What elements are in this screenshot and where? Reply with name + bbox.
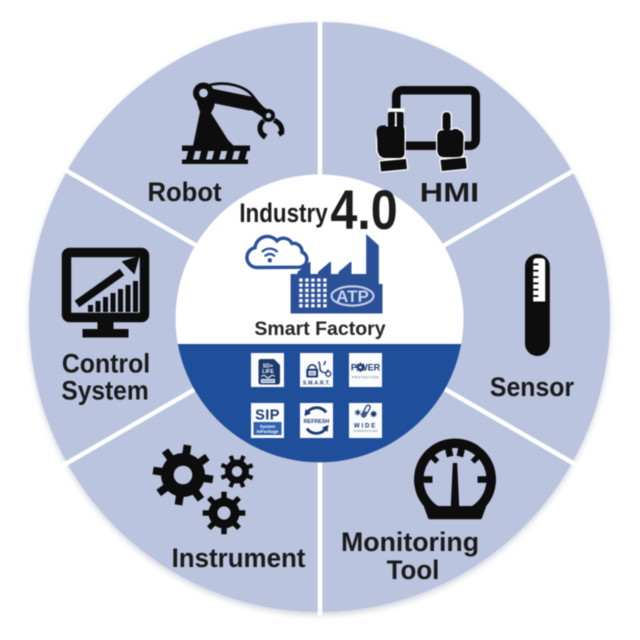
svg-text:SD: SD [310,372,316,376]
svg-text:Industry: Industry [239,199,328,228]
svg-text:Tool: Tool [387,555,440,586]
svg-text:4.0: 4.0 [330,180,397,242]
svg-text:TEMPERATURE: TEMPERATURE [353,429,378,433]
svg-text:Smart Factory: Smart Factory [254,318,385,340]
svg-text:Instrument: Instrument [172,543,306,574]
svg-text:System: System [260,424,276,429]
svg-text:Control: Control [62,350,150,379]
svg-text:HMI: HMI [420,178,479,208]
svg-text:LIFE: LIFE [262,369,274,375]
svg-text:P WER: P WER [351,363,381,373]
svg-text:Sensor: Sensor [490,373,574,402]
svg-text:Robot: Robot [147,176,221,207]
svg-text:SIP: SIP [255,408,280,424]
svg-text:SENSOR: SENSOR [262,379,275,383]
svg-text:PROTECTION: PROTECTION [352,376,379,380]
svg-text:Monitoring: Monitoring [341,527,479,557]
svg-text:REFRESH: REFRESH [304,419,330,425]
svg-text:S.M.A.R.T.: S.M.A.R.T. [303,380,330,386]
svg-text:SD+: SD+ [263,364,274,370]
svg-text:System: System [61,376,148,405]
svg-text:WIDE: WIDE [354,423,377,430]
svg-text:InPackage: InPackage [257,429,279,434]
svg-text:ATP: ATP [336,287,369,306]
